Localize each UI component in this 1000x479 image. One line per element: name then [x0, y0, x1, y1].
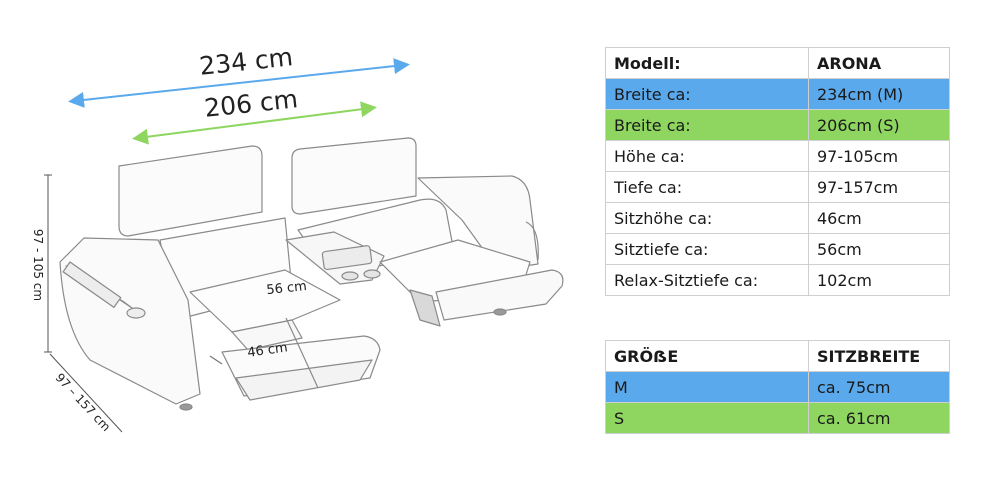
table-row: Breite ca: 206cm (S) — [605, 109, 950, 141]
size-header-value: SITZBREITE — [808, 340, 950, 372]
spec-value: 102cm — [808, 264, 950, 296]
spec-label: Breite ca: — [605, 78, 809, 110]
spec-value: 234cm (M) — [808, 78, 950, 110]
width-large-arrow — [68, 58, 410, 108]
size-header-label: GRÖẞE — [605, 340, 809, 372]
spec-label: Breite ca: — [605, 109, 809, 141]
table-row: Tiefe ca: 97-157cm — [605, 171, 950, 203]
size-header-row: GRÖẞE SITZBREITE — [605, 340, 950, 372]
height-label: 97 - 105 cm — [31, 229, 45, 301]
size-table: GRÖẞE SITZBREITE M ca. 75cm S ca. 61cm — [605, 340, 950, 434]
size-value: ca. 75cm — [808, 371, 950, 403]
spec-header-value: ARONA — [808, 47, 950, 79]
table-row: Breite ca: 234cm (M) — [605, 78, 950, 110]
spec-value: 46cm — [808, 202, 950, 234]
sofa-dimension-drawing: 234 cm 206 cm 97 - 105 cm 97 – 157 cm — [31, 42, 564, 434]
table-row: Sitzhöhe ca: 46cm — [605, 202, 950, 234]
spec-label: Sitztiefe ca: — [605, 233, 809, 265]
sofa-sketch — [59, 137, 564, 411]
spec-label: Sitzhöhe ca: — [605, 202, 809, 234]
table-row: Relax-Sitztiefe ca: 102cm — [605, 264, 950, 296]
seat-depth-label: 56 cm — [266, 279, 308, 298]
spec-header-row: Modell: ARONA — [605, 47, 950, 79]
spec-value: 206cm (S) — [808, 109, 950, 141]
spec-value: 56cm — [808, 233, 950, 265]
size-label: M — [605, 371, 809, 403]
depth-label: 97 – 157 cm — [53, 370, 114, 434]
table-row: M ca. 75cm — [605, 371, 950, 403]
width-small-arrow — [132, 101, 377, 145]
spec-value: 97-157cm — [808, 171, 950, 203]
size-label: S — [605, 402, 809, 434]
table-row: S ca. 61cm — [605, 402, 950, 434]
table-row: Sitztiefe ca: 56cm — [605, 233, 950, 265]
width-small-label: 206 cm — [203, 84, 299, 123]
spec-header-label: Modell: — [605, 47, 809, 79]
spec-label: Tiefe ca: — [605, 171, 809, 203]
spec-label: Relax-Sitztiefe ca: — [605, 264, 809, 296]
size-value: ca. 61cm — [808, 402, 950, 434]
height-dimension — [44, 174, 52, 353]
depth-dimension — [49, 353, 123, 433]
spec-value: 97-105cm — [808, 140, 950, 172]
seat-height-label: 46 cm — [246, 340, 288, 360]
table-row: Höhe ca: 97-105cm — [605, 140, 950, 172]
width-large-label: 234 cm — [198, 42, 294, 81]
spec-label: Höhe ca: — [605, 140, 809, 172]
specifications-table: Modell: ARONA Breite ca: 234cm (M) Breit… — [605, 47, 950, 296]
